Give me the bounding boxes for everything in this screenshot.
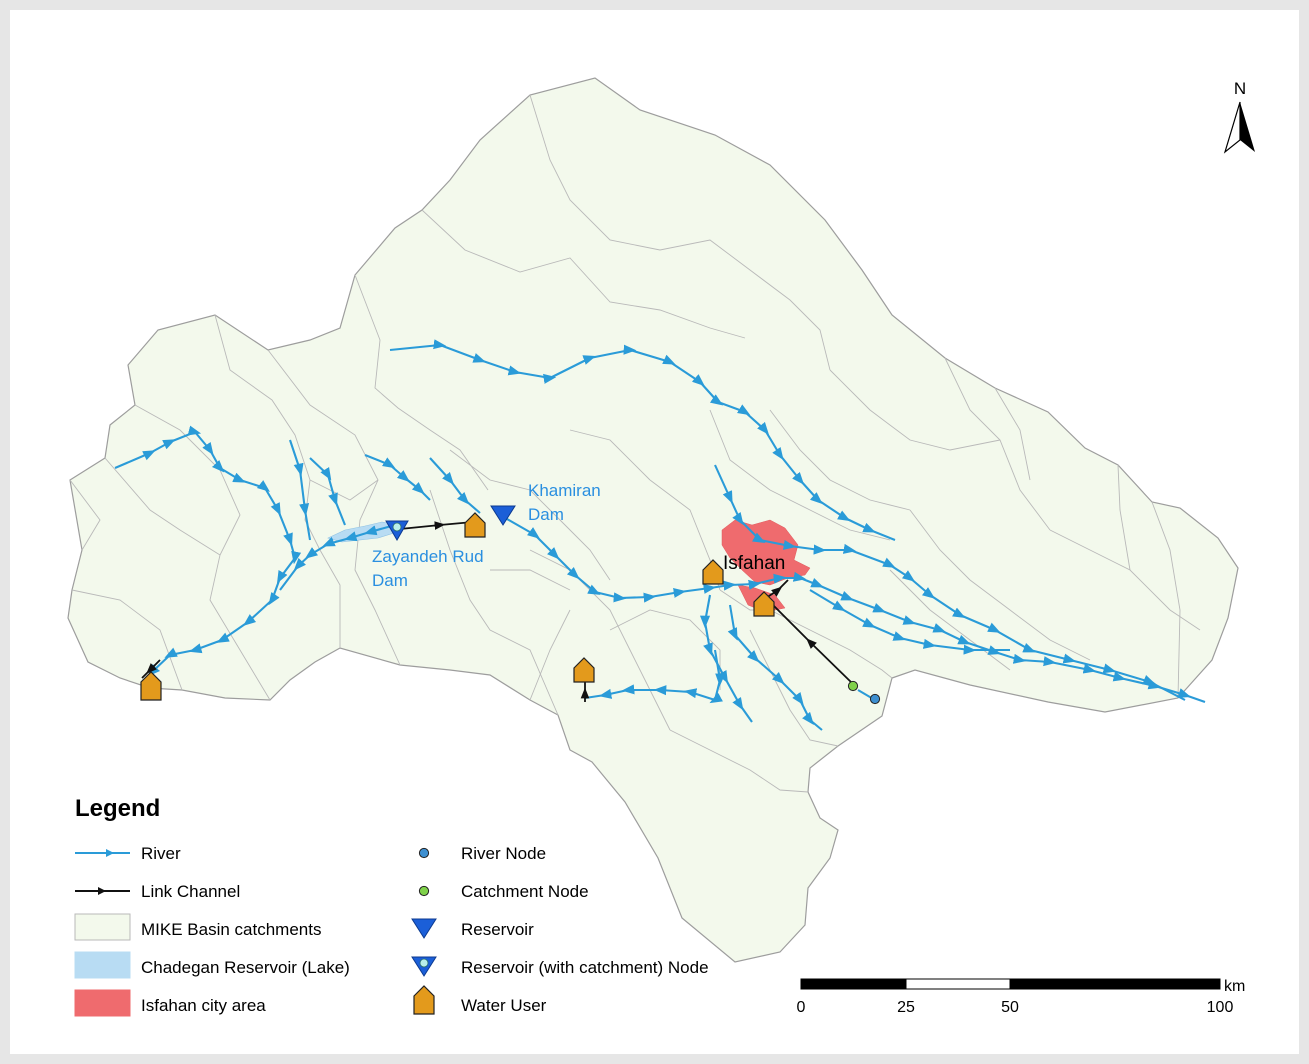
legend-item-reservoir-catchment: Reservoir (with catchment) Node (411, 956, 709, 977)
water-user-icon (573, 657, 595, 683)
svg-text:Reservoir: Reservoir (461, 920, 534, 939)
svg-text:River Node: River Node (461, 844, 546, 863)
river (114, 425, 302, 681)
svg-text:Link Channel: Link Channel (141, 882, 240, 901)
legend-item-city: Isfahan city area (74, 989, 266, 1017)
reservoir-icon (490, 505, 516, 526)
north-arrow: N (1223, 79, 1255, 154)
river (279, 523, 396, 591)
basin-map: Khamiran Dam Zayandeh Rud Dam Isfahan N … (67, 77, 1255, 1017)
legend-item-water-user: Water User (413, 985, 547, 1015)
legend-item-river: River (75, 844, 181, 863)
river (584, 649, 726, 704)
scale-tick-100: 100 (1207, 999, 1234, 1016)
basin-catchments (67, 77, 1239, 963)
north-arrow-icon (1240, 102, 1255, 152)
zayandeh-dam-label: Zayandeh Rud Dam (372, 547, 488, 590)
scale-tick-0: 0 (797, 999, 806, 1016)
river (309, 457, 346, 526)
scale-tick-25: 25 (897, 999, 915, 1016)
map-frame: Khamiran Dam Zayandeh Rud Dam Isfahan N … (10, 10, 1299, 1054)
khamiran-dam-label: Khamiran Dam (528, 481, 606, 524)
link-channel (399, 521, 474, 530)
svg-text:Water User: Water User (461, 996, 547, 1015)
link-channels (141, 521, 854, 702)
water-users (140, 512, 775, 701)
legend-item-catchments: MIKE Basin catchments (74, 913, 321, 941)
water-user-icon (140, 671, 162, 701)
legend-title: Legend (75, 795, 160, 822)
svg-text:Catchment Node: Catchment Node (461, 882, 589, 901)
legend-item-river-node: River Node (418, 844, 546, 863)
river (289, 439, 312, 541)
isfahan-label: Isfahan (723, 553, 785, 574)
river (809, 589, 1010, 655)
legend-item-lake: Chadegan Reservoir (Lake) (74, 951, 350, 979)
svg-text:Chadegan Reservoir (Lake): Chadegan Reservoir (Lake) (141, 958, 350, 977)
river (364, 454, 431, 501)
north-letter: N (1234, 79, 1246, 98)
svg-text:Isfahan city area: Isfahan city area (141, 996, 266, 1015)
scale-tick-50: 50 (1001, 999, 1019, 1016)
legend: Legend River Link Channel MIKE Basin cat… (74, 795, 709, 1017)
scale-unit: km (1224, 978, 1245, 995)
water-user-icon (702, 559, 724, 585)
link-channel (141, 659, 161, 679)
legend-item-catchment-node: Catchment Node (418, 882, 589, 901)
link-channel (765, 579, 789, 599)
link-channel (765, 597, 854, 685)
river-network (114, 339, 1206, 731)
river (714, 464, 1186, 701)
water-user-icon (753, 591, 775, 617)
scale-bar: 0 25 50 100 km (797, 978, 1246, 1016)
legend-item-reservoir: Reservoir (411, 918, 534, 939)
svg-text:Reservoir (with catchment) Nod: Reservoir (with catchment) Node (461, 958, 709, 977)
legend-item-link: Link Channel (75, 882, 240, 901)
svg-text:MIKE Basin catchments: MIKE Basin catchments (141, 920, 321, 939)
river-node-icon (869, 693, 881, 705)
catchment-node-icon (847, 680, 859, 692)
water-user-icon (464, 512, 486, 538)
svg-text:River: River (141, 844, 181, 863)
reservoir-catchment-node (385, 520, 409, 541)
river (727, 604, 823, 731)
